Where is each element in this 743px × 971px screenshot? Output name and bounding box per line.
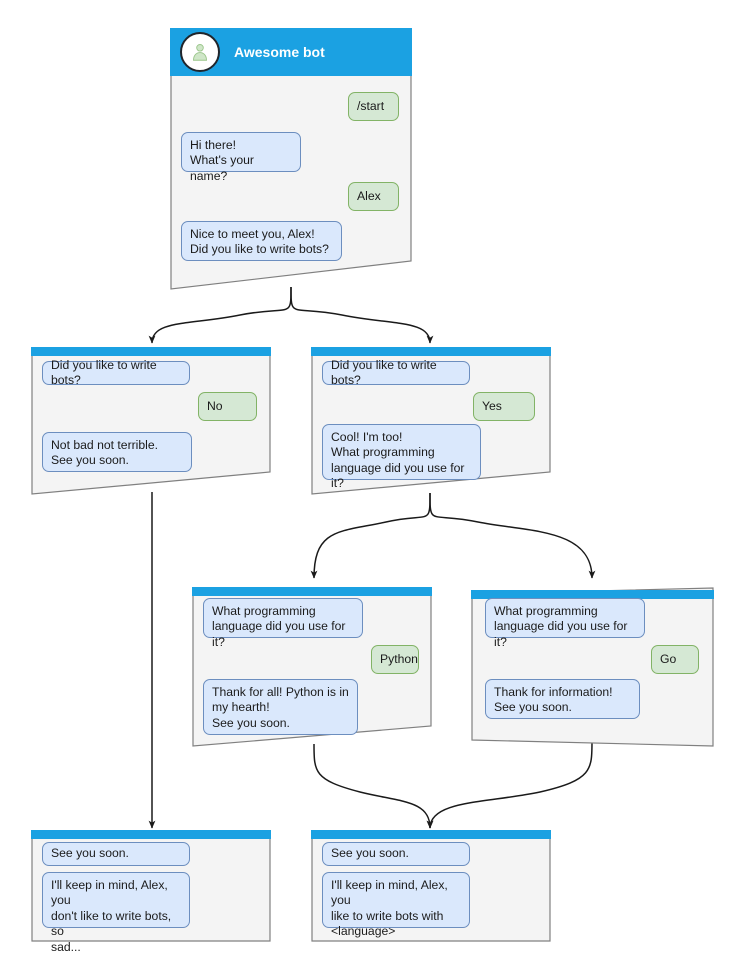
edge-yes-to-python bbox=[310, 492, 431, 579]
message-bubble-user: Yes bbox=[473, 392, 535, 421]
message-bubble-bot: Hi there! What's your name? bbox=[181, 132, 301, 183]
card-yes[interactable]: Did you like to write bots? Yes Cool! I'… bbox=[311, 347, 551, 495]
card-root[interactable]: Awesome bot /start Hi there! What's your… bbox=[170, 28, 412, 290]
message-bubble-user: Go bbox=[651, 645, 699, 674]
card-end-sad-header bbox=[31, 830, 271, 839]
message-bubble-bot: Thank for all! Python is in my hearth! S… bbox=[203, 679, 358, 735]
message-bubble-bot: Nice to meet you, Alex! Did you like to … bbox=[181, 221, 342, 261]
message-bubble-bot: See you soon. bbox=[42, 842, 190, 866]
message-bubble-user: No bbox=[198, 392, 257, 421]
edge-root-to-no bbox=[148, 286, 292, 344]
card-no-header bbox=[31, 347, 271, 356]
message-bubble-bot: Not bad not terrible. See you soon. bbox=[42, 432, 192, 472]
edge-yes-to-go bbox=[429, 492, 596, 579]
card-go[interactable]: What programming language did you use fo… bbox=[471, 587, 714, 747]
message-bubble-bot: See you soon. bbox=[322, 842, 470, 866]
card-go-header bbox=[471, 590, 714, 599]
message-bubble-bot: I'll keep in mind, Alex, you like to wri… bbox=[322, 872, 470, 938]
card-end-sad[interactable]: See you soon. I'll keep in mind, Alex, y… bbox=[31, 830, 271, 954]
card-python[interactable]: What programming language did you use fo… bbox=[192, 587, 432, 747]
message-bubble-bot: Did you like to write bots? bbox=[322, 358, 470, 387]
card-python-header bbox=[192, 587, 432, 596]
bot-title: Awesome bot bbox=[234, 44, 325, 60]
message-bubble-bot: What programming language did you use fo… bbox=[485, 598, 645, 649]
message-bubble-bot: What programming language did you use fo… bbox=[203, 598, 363, 649]
edge-python-to-end bbox=[313, 743, 434, 829]
card-root-header: Awesome bot bbox=[170, 28, 412, 76]
card-yes-header bbox=[311, 347, 551, 356]
message-bubble-user: Alex bbox=[348, 182, 399, 211]
edge-go-to-end bbox=[426, 740, 593, 829]
card-end-happy-header bbox=[311, 830, 551, 839]
edge-root-to-yes bbox=[290, 286, 434, 344]
card-no[interactable]: Did you like to write bots? No Not bad n… bbox=[31, 347, 271, 495]
message-bubble-bot: Thank for information! See you soon. bbox=[485, 679, 640, 719]
message-bubble-bot: Did you like to write bots? bbox=[42, 358, 190, 387]
message-bubble-bot: I'll keep in mind, Alex, you don't like … bbox=[42, 872, 190, 954]
message-bubble-user: Python bbox=[371, 645, 419, 674]
message-bubble-user: /start bbox=[348, 92, 399, 121]
message-bubble-bot: Cool! I'm too! What programming language… bbox=[322, 424, 481, 490]
person-avatar-icon bbox=[180, 32, 220, 72]
card-end-happy[interactable]: See you soon. I'll keep in mind, Alex, y… bbox=[311, 830, 551, 942]
